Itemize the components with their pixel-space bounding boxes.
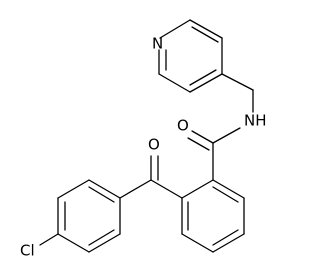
bond-ring-cl bbox=[39, 233, 59, 246]
pyridine-ring bbox=[158, 19, 223, 93]
bond-amide-co-outer bbox=[191, 130, 214, 144]
bond-c4-c5-inner bbox=[189, 69, 217, 86]
bond-ketone-aryl bbox=[119, 179, 152, 199]
bond-p1-p2 bbox=[88, 179, 121, 199]
bond-benzene-ketone bbox=[150, 179, 183, 199]
bond-b6-b1 bbox=[181, 179, 214, 199]
chlorophenyl-ring bbox=[39, 179, 121, 253]
bond-b4-b5 bbox=[181, 233, 214, 253]
bond-b1-b2 bbox=[212, 179, 245, 199]
ketone-oxygen-label: O bbox=[148, 136, 160, 154]
bond-p5-p6-inner bbox=[88, 229, 115, 246]
chlorine-label: Cl bbox=[20, 242, 35, 260]
bond-c2-c3-inner bbox=[191, 26, 219, 43]
ketone-bridge bbox=[119, 155, 183, 199]
bond-b3-b4 bbox=[212, 233, 245, 253]
bond-nh-carbonyl bbox=[212, 127, 241, 144]
bond-b3-b4-inner bbox=[212, 229, 239, 246]
bond-b1-b2-inner bbox=[212, 186, 239, 203]
benzene-ring-central bbox=[181, 179, 245, 253]
bond-p2-p3 bbox=[57, 179, 90, 199]
pyridine-nitrogen-label: N bbox=[152, 35, 163, 53]
bond-c2-c3 bbox=[189, 19, 223, 39]
bond-ring-ch2 bbox=[221, 73, 254, 91]
bond-c4-c5 bbox=[189, 73, 223, 93]
bond-p1-p2-inner bbox=[88, 186, 115, 203]
bond-amide-co-inner bbox=[187, 137, 210, 151]
linker-chain bbox=[187, 73, 254, 181]
atom-labels: N NH O O Cl bbox=[20, 35, 267, 260]
bond-n-c2 bbox=[159, 19, 191, 39]
bond-p5-p6 bbox=[88, 233, 121, 253]
chemical-structure-diagram: N NH O O Cl bbox=[20, 19, 267, 260]
amide-oxygen-label: O bbox=[177, 117, 189, 135]
bond-p4-p5 bbox=[57, 233, 90, 253]
bond-c5-c6 bbox=[158, 73, 191, 93]
amide-nh-label: NH bbox=[244, 112, 267, 130]
